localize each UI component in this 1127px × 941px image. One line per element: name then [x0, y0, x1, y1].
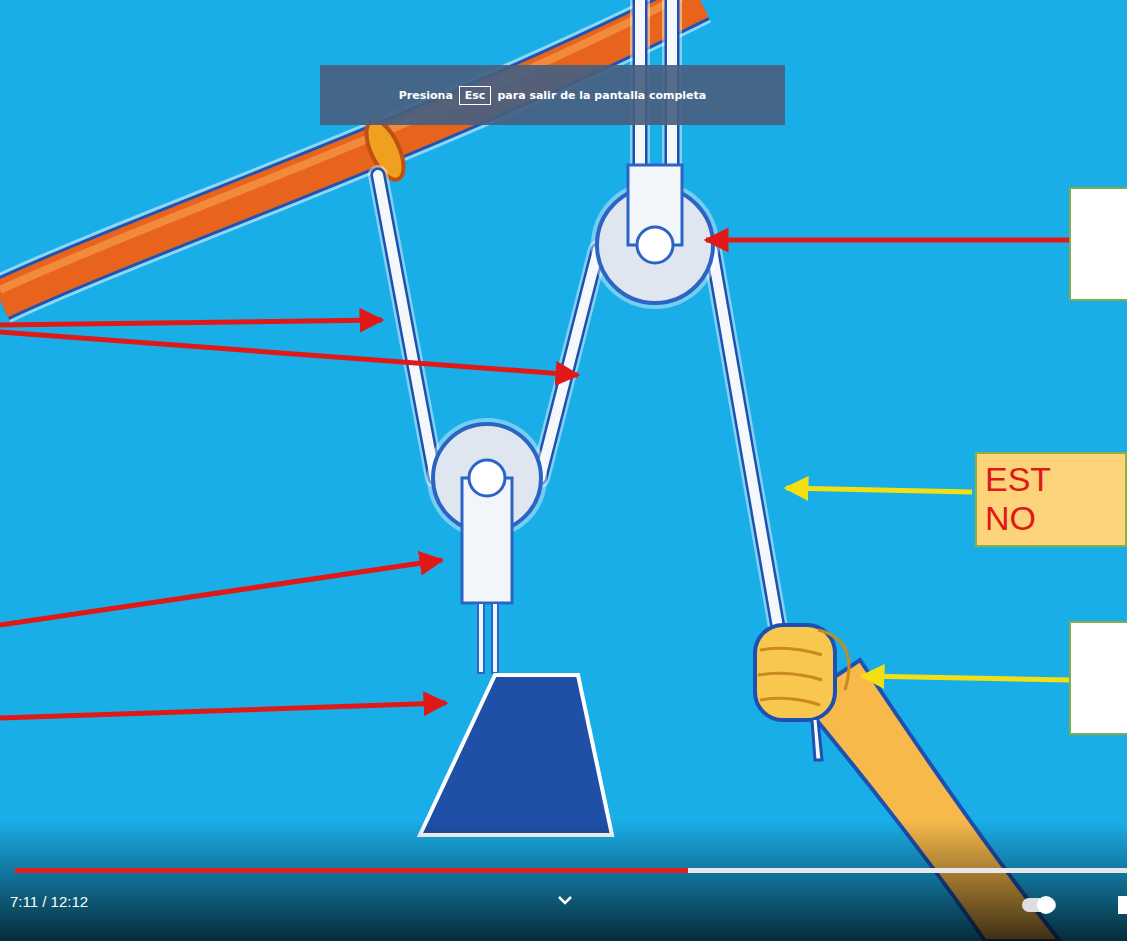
leader-arrows — [0, 240, 1070, 718]
node-text: Presiona — [399, 89, 453, 102]
time-label: 7:11 / 12:12 — [10, 893, 88, 910]
movable-pulley — [427, 418, 547, 673]
fullscreen-toast: Presiona para salir de la pantalla comple… — [320, 65, 785, 125]
node-text: Esc — [465, 89, 486, 102]
node-text: para salir de la pantalla completa — [497, 89, 706, 102]
key-box: Esc — [459, 86, 492, 105]
video-controls — [0, 820, 1127, 941]
blank-label-box — [1070, 188, 1127, 300]
weight — [420, 675, 612, 835]
note-box: EST NO — [975, 452, 1127, 547]
blank-label-box — [1070, 622, 1127, 734]
node-text: EST NO — [985, 460, 1075, 539]
fixed-pulley — [591, 165, 719, 309]
